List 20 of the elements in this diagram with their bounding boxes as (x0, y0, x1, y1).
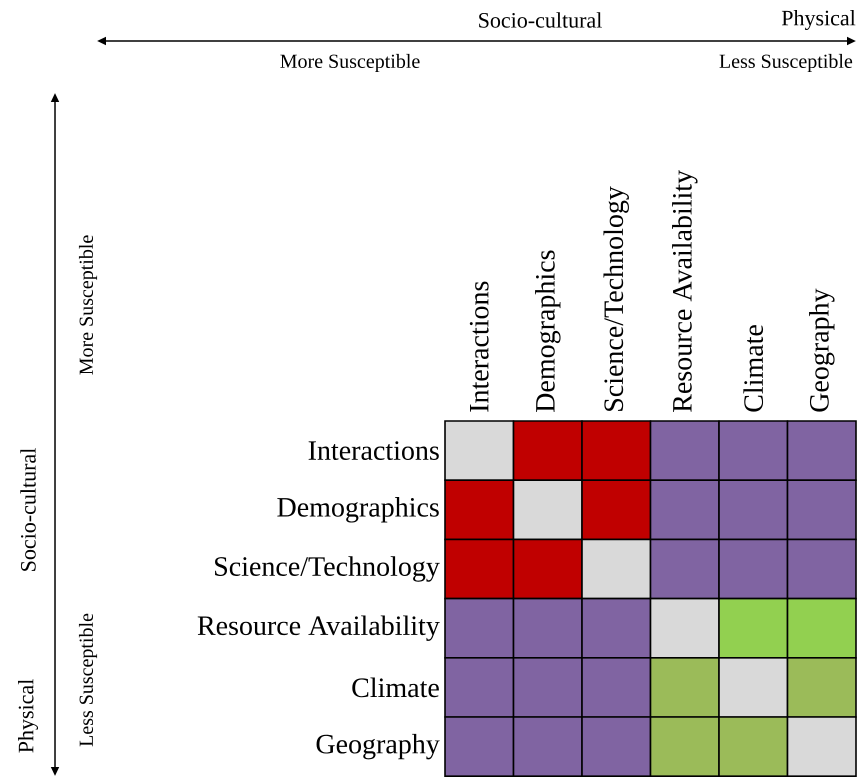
axis-label: Less Susceptible (78, 614, 98, 746)
axis-label: More Susceptible (78, 235, 98, 375)
row-header: Resource Availability (198, 615, 440, 641)
axis-label: More Susceptible (280, 54, 420, 72)
axis-label: Socio-cultural (479, 12, 602, 28)
row-header: Geography (316, 734, 440, 760)
row-header: Demographics (277, 497, 439, 523)
row-header: Interactions (308, 441, 439, 460)
column-header: Geography (809, 288, 835, 412)
column-header: Science/Technology (603, 186, 629, 411)
column-header: Interactions (470, 282, 489, 412)
row-header: Climate (352, 678, 439, 698)
column-header: Resource Availability (672, 170, 698, 412)
axis-label: Physical (782, 10, 856, 30)
axis-label: Less Susceptible (720, 54, 852, 72)
axis-label: Physical (18, 679, 38, 753)
column-header: Demographics (535, 250, 561, 412)
column-header: Climate (743, 325, 764, 412)
axis-label: Socio-cultural (20, 448, 36, 571)
row-header: Science/Technology (215, 556, 440, 582)
